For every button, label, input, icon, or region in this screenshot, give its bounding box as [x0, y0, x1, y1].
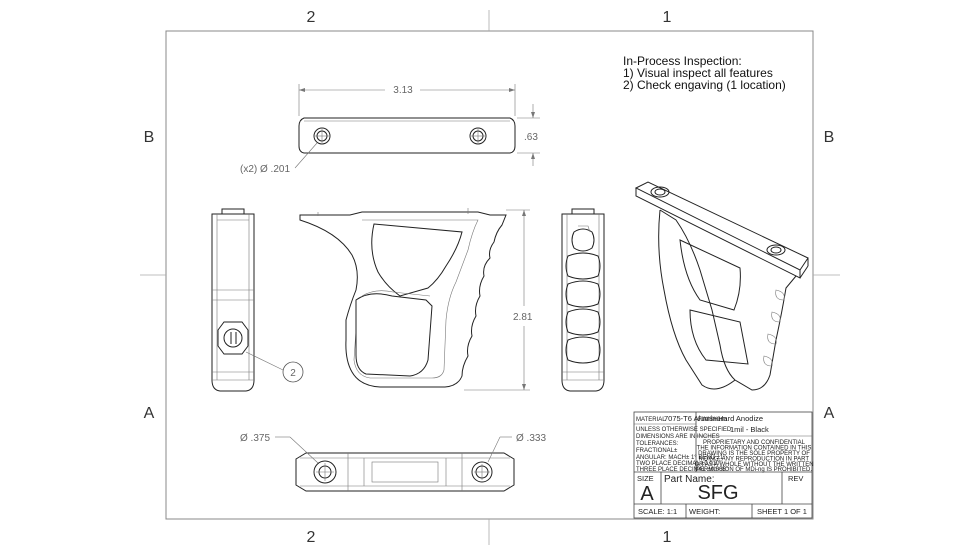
tb-prop-3: DRAWING IS THE SOLE PROPERTY OF [698, 451, 810, 457]
balloon-number: 2 [290, 368, 296, 379]
tb-material: 7075-T6 Aluminum [664, 414, 727, 423]
tb-prop-5: OR AS A WHOLE WITHOUT THE WRITTEN [694, 462, 813, 468]
right-side-view [561, 208, 605, 392]
tb-prop-2: THE INFORMATION CONTAINED IN THIS [697, 446, 812, 452]
dimension-length: 3.13 [298, 84, 516, 116]
tb-finish-1: Hard Anodize [718, 414, 763, 423]
engraving-balloon: 2 [245, 351, 304, 383]
left-side-view [211, 208, 255, 392]
dim-bore-left-label: Ø .375 [240, 433, 270, 444]
zone-bottom-1: 1 [663, 529, 672, 546]
tb-part-name-label: Part Name: [664, 474, 715, 485]
tb-three-place: THREE PLACE DECIMAL ±0.005" [636, 467, 728, 473]
dim-length-label: 3.13 [393, 85, 413, 96]
notes-line-2: 2) Check engaving (1 location) [623, 78, 786, 92]
tb-sheet: SHEET 1 OF 1 [757, 507, 807, 516]
notes-title: In-Process Inspection: [623, 54, 742, 68]
title-block: MATERIAL 7075-T6 Aluminum FINISH Hard An… [633, 411, 814, 519]
zone-left-b: B [144, 129, 155, 146]
dim-holes-label: (x2) Ø .201 [240, 164, 290, 175]
tb-angular: ANGULAR: MACH± 1° BEND ±1° [636, 455, 726, 461]
tb-prop-1: PROPRIETARY AND CONFIDENTIAL [703, 440, 806, 446]
zone-right-b: B [824, 129, 835, 146]
tb-prop-6: PERMISSION OF MDi-ng IS PROHIBITED. [696, 467, 812, 473]
tb-part-name: SFG [697, 482, 738, 504]
tb-fractional: FRACTIONAL± [636, 448, 678, 454]
notes-line-1: 1) Visual inspect all features [623, 66, 773, 80]
tb-rev-label: REV [788, 474, 803, 483]
zone-bottom-2: 2 [307, 529, 316, 546]
tb-finish-2: 1mil - Black [730, 425, 769, 434]
tb-unless-1: UNLESS OTHERWISE SPECIFIED: [636, 427, 733, 433]
tb-tolerances: TOLERANCES: [636, 441, 679, 447]
zone-right-a: A [824, 405, 835, 422]
dimension-bores: Ø .375 Ø .333 [240, 433, 546, 464]
front-view [299, 208, 507, 388]
top-view [298, 117, 516, 154]
tb-scale: SCALE: 1:1 [638, 507, 677, 516]
tb-finish-label: FINISH [698, 417, 718, 423]
zone-top-2: 2 [307, 9, 316, 26]
tb-prop-4: MDiNG. ANY REPRODUCTION IN PART [699, 457, 809, 463]
isometric-view [634, 181, 809, 391]
dimension-width: .63 [517, 104, 540, 166]
tb-weight: WEIGHT: [689, 507, 720, 516]
tb-two-place: TWO PLACE DECIMAL ±0.010" [636, 461, 722, 467]
dimension-height: 2.81 [464, 209, 533, 391]
zone-left-a: A [144, 405, 155, 422]
tb-size: A [640, 483, 654, 505]
tb-unless-2: DIMENSIONS ARE IN INCHES [636, 434, 720, 440]
zone-top-1: 1 [663, 9, 672, 26]
bottom-view [295, 452, 515, 492]
tb-size-label: SIZE [637, 474, 654, 483]
dim-bore-right-label: Ø .333 [516, 433, 546, 444]
dim-width-label: .63 [524, 132, 538, 143]
dimension-holes: (x2) Ø .201 [240, 142, 318, 175]
dim-height-label: 2.81 [513, 312, 533, 323]
tb-material-label: MATERIAL [636, 417, 666, 423]
